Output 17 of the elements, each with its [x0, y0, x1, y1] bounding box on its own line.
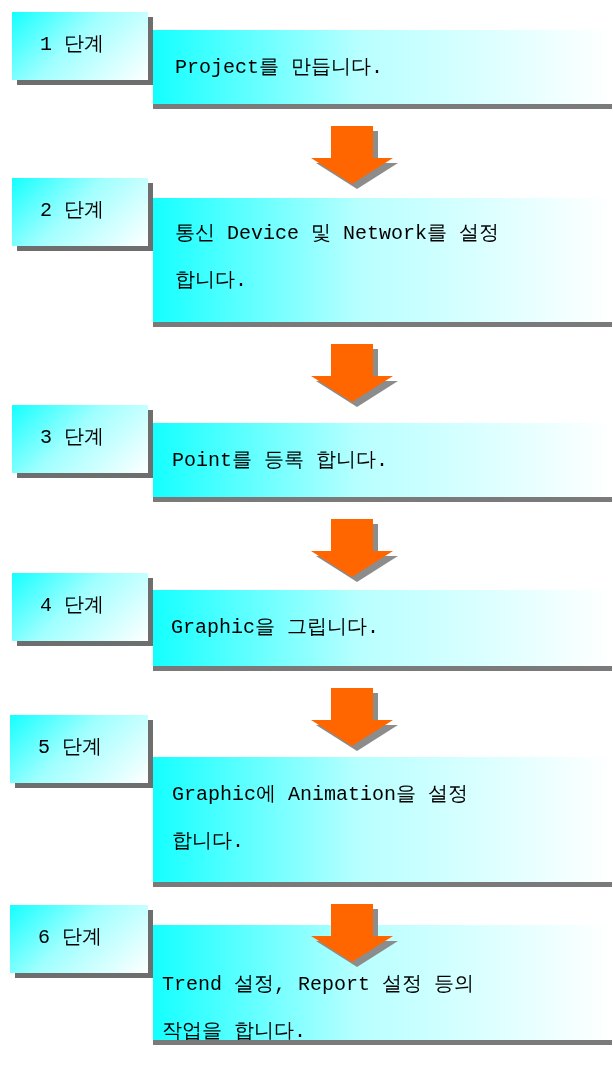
arrow: [311, 126, 398, 189]
step-label: 4 단계: [40, 593, 104, 619]
step-text: Point를 등록 합니다.: [172, 448, 389, 474]
step-text: Graphic에 Animation을 설정 합니다.: [172, 782, 470, 855]
arrow: [311, 344, 398, 407]
arrow: [311, 904, 398, 967]
step-text: 통신 Device 및 Network를 설정 합니다.: [175, 221, 501, 294]
step-label: 6 단계: [38, 925, 102, 951]
step-label: 2 단계: [40, 198, 104, 224]
step-text: Project를 만듭니다.: [175, 55, 385, 81]
step-label: 1 단계: [40, 32, 104, 58]
step-text: Graphic을 그립니다.: [171, 615, 381, 641]
arrow: [311, 688, 398, 751]
step-label: 5 단계: [38, 735, 102, 761]
arrow: [311, 519, 398, 582]
step-text: Trend 설정, Report 설정 등의 작업을 합니다.: [162, 972, 476, 1045]
step-label: 3 단계: [40, 425, 104, 451]
